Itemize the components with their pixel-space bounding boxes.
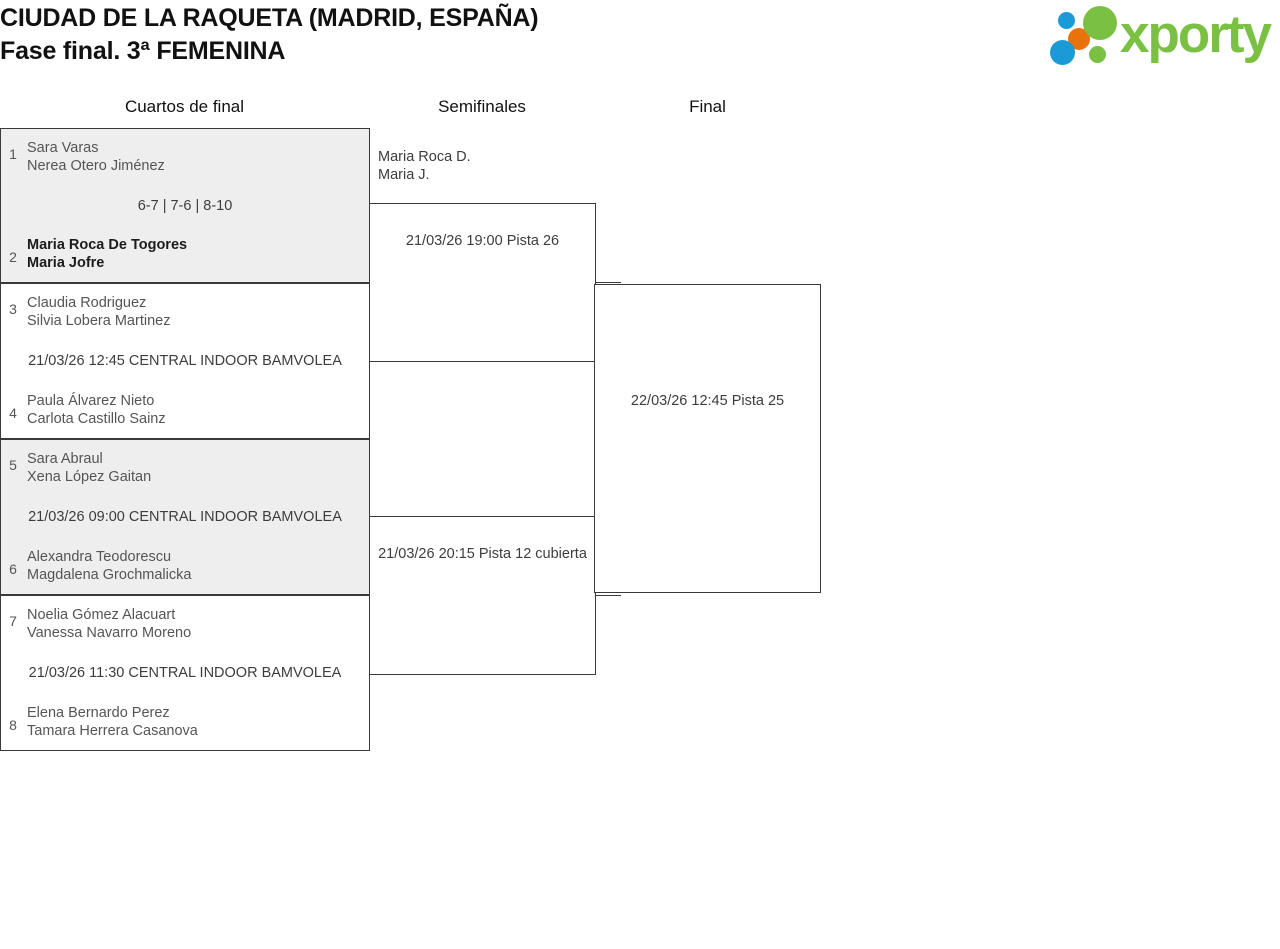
- team-entry: Sara Abraul Xena López Gaitan: [27, 450, 363, 486]
- seed-number: 7: [9, 613, 17, 629]
- player-name: Nerea Otero Jiménez: [27, 158, 165, 174]
- advancing-team-sf-1: Maria Roca D. Maria J.: [378, 148, 471, 184]
- seed-number: 4: [9, 405, 17, 421]
- team-entry-winner: Maria Roca De Togores Maria Jofre: [27, 236, 363, 272]
- match-schedule: 22/03/26 12:45 Pista 25: [630, 393, 785, 409]
- player-name: Maria J.: [378, 167, 430, 183]
- match-box-final[interactable]: 22/03/26 12:45 Pista 25: [594, 284, 821, 593]
- team-entry: Noelia Gómez Alacuart Vanessa Navarro Mo…: [27, 606, 363, 642]
- logo-dot-orange: [1068, 28, 1090, 50]
- player-name: Sara Abraul: [27, 451, 103, 467]
- match-box-qf-2[interactable]: 3 Claudia Rodriguez Silvia Lobera Martin…: [0, 283, 370, 439]
- bracket-connector-sf1: [595, 282, 621, 283]
- player-name: Magdalena Grochmalicka: [27, 567, 192, 583]
- match-schedule: 21/03/26 09:00 CENTRAL INDOOR BAMVOLEA: [28, 509, 342, 525]
- page-header: CIUDAD DE LA RAQUETA (MADRID, ESPAÑA) Fa…: [0, 0, 1280, 84]
- player-name: Sara Varas: [27, 140, 99, 156]
- match-box-qf-1[interactable]: 1 Sara Varas Nerea Otero Jiménez 6-7 | 7…: [0, 128, 370, 283]
- match-box-qf-4[interactable]: 7 Noelia Gómez Alacuart Vanessa Navarro …: [0, 595, 370, 751]
- match-schedule: 21/03/26 12:45 CENTRAL INDOOR BAMVOLEA: [28, 353, 342, 369]
- seed-number: 5: [9, 457, 17, 473]
- player-name: Vanessa Navarro Moreno: [27, 625, 192, 641]
- match-box-sf-2[interactable]: 21/03/26 20:15 Pista 12 cubierta: [369, 516, 596, 675]
- logo-dot-blue-bottom: [1050, 40, 1075, 65]
- match-schedule: 21/03/26 19:00 Pista 26: [405, 233, 560, 249]
- bracket-connector-sf2: [595, 595, 621, 596]
- player-name: Maria Jofre: [27, 255, 105, 271]
- logo-wordmark: xporty: [1120, 5, 1272, 64]
- player-name: Silvia Lobera Martinez: [27, 313, 171, 329]
- logo-dot-blue-top: [1058, 12, 1075, 29]
- match-box-qf-3[interactable]: 5 Sara Abraul Xena López Gaitan 21/03/26…: [0, 439, 370, 595]
- player-name: Elena Bernardo Perez: [27, 705, 170, 721]
- xporty-logo[interactable]: xporty: [1048, 4, 1276, 68]
- player-name: Noelia Gómez Alacuart: [27, 607, 176, 623]
- player-name: Xena López Gaitan: [27, 469, 152, 485]
- player-name: Carlota Castillo Sainz: [27, 411, 166, 427]
- xporty-logo-mark: [1048, 4, 1120, 66]
- match-schedule: 21/03/26 11:30 CENTRAL INDOOR BAMVOLEA: [28, 665, 342, 681]
- team-entry: Alexandra Teodorescu Magdalena Grochmali…: [27, 548, 363, 584]
- team-entry: Claudia Rodriguez Silvia Lobera Martinez: [27, 294, 363, 330]
- tournament-name: CIUDAD DE LA RAQUETA (MADRID, ESPAÑA): [0, 4, 539, 32]
- seed-number: 3: [9, 301, 17, 317]
- round-heading-quarterfinals: Cuartos de final: [124, 97, 245, 116]
- player-name: Tamara Herrera Casanova: [27, 723, 198, 739]
- player-name: Maria Roca D.: [378, 149, 471, 165]
- round-heading-final: Final: [689, 97, 726, 116]
- logo-dot-green-large: [1083, 6, 1117, 40]
- match-box-sf-1[interactable]: 21/03/26 19:00 Pista 26: [369, 203, 596, 362]
- player-name: Claudia Rodriguez: [27, 295, 147, 311]
- round-heading-semifinals: Semifinales: [438, 97, 526, 116]
- seed-number: 1: [9, 146, 17, 162]
- logo-dot-green-small: [1089, 46, 1106, 63]
- match-score: 6-7 | 7-6 | 8-10: [137, 197, 233, 214]
- tournament-phase: Fase final. 3ª FEMENINA: [0, 37, 286, 65]
- player-name: Paula Álvarez Nieto: [27, 393, 155, 409]
- seed-number: 2: [9, 249, 17, 265]
- seed-number: 8: [9, 717, 17, 733]
- player-name: Alexandra Teodorescu: [27, 549, 172, 565]
- tournament-title-block: CIUDAD DE LA RAQUETA (MADRID, ESPAÑA) Fa…: [0, 2, 900, 68]
- team-entry: Elena Bernardo Perez Tamara Herrera Casa…: [27, 704, 363, 740]
- match-schedule: 21/03/26 20:15 Pista 12 cubierta: [378, 546, 587, 562]
- player-name: Maria Roca De Togores: [27, 237, 188, 253]
- seed-number: 6: [9, 561, 17, 577]
- team-entry: Paula Álvarez Nieto Carlota Castillo Sai…: [27, 392, 363, 428]
- team-entry: Sara Varas Nerea Otero Jiménez: [27, 139, 363, 175]
